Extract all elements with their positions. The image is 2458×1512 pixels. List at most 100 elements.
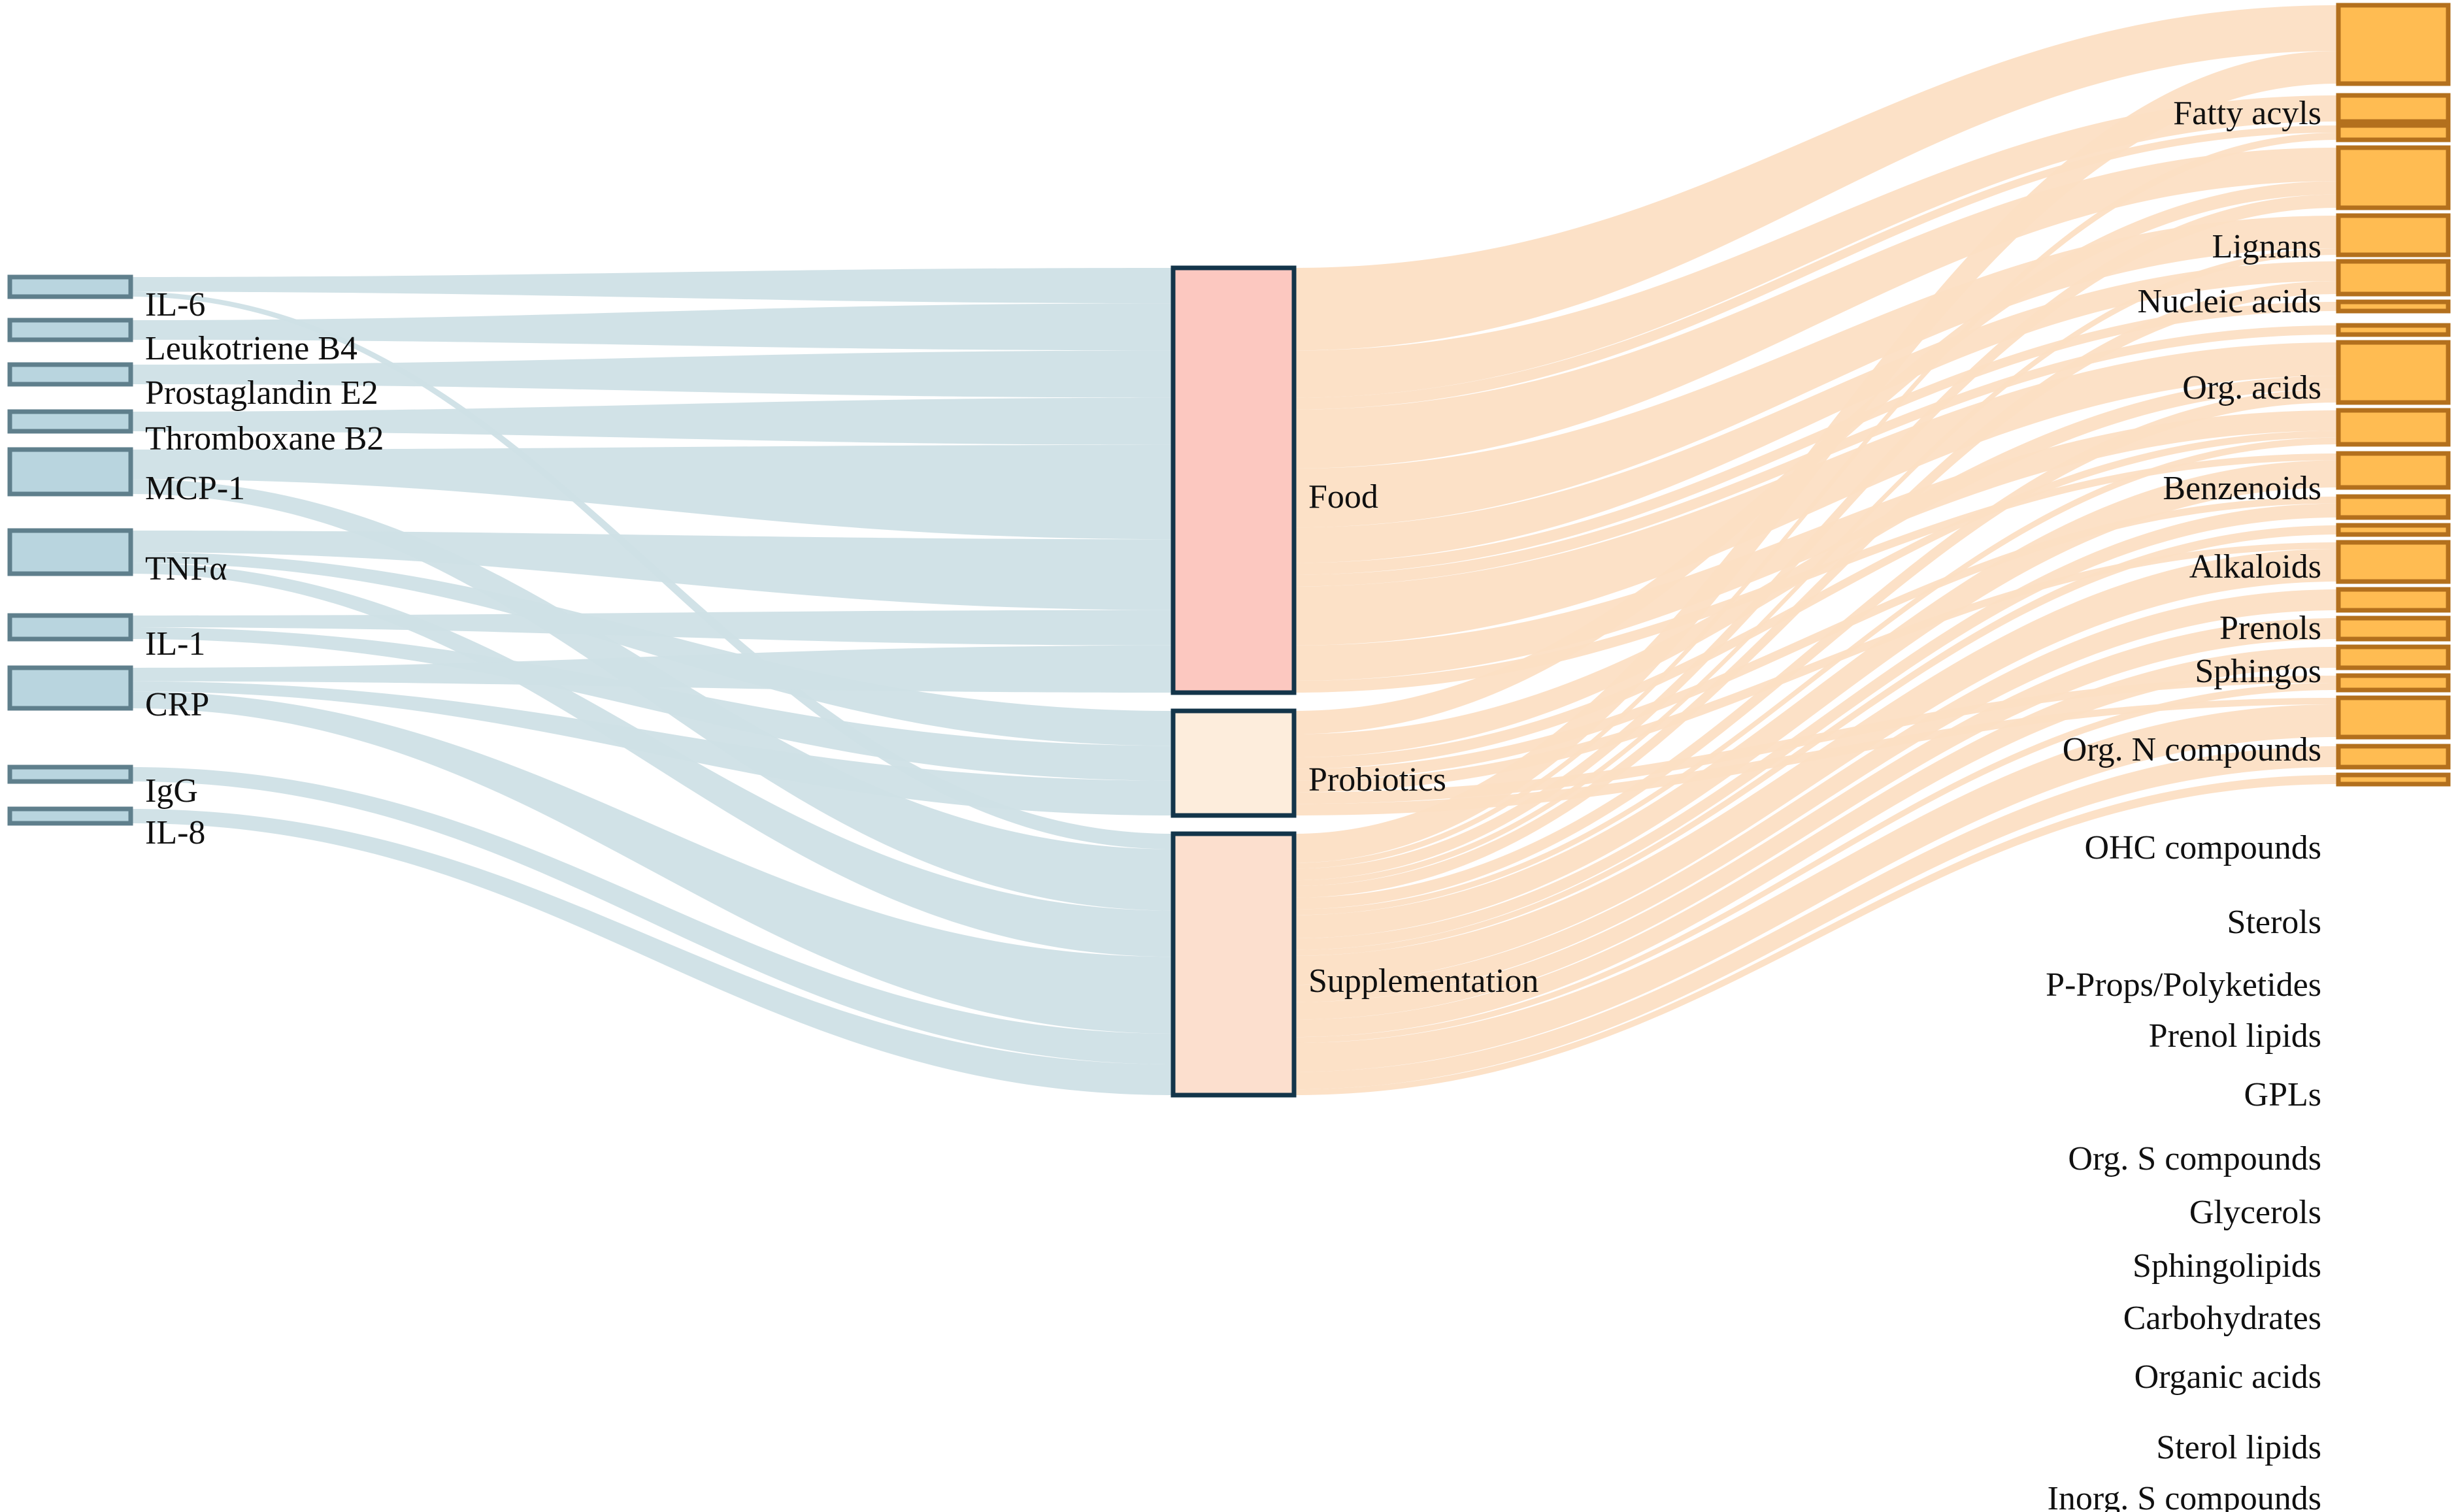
sankey-node-class-glycerols[interactable]: [2336, 616, 2451, 642]
class-label-org_s: Org. S compounds: [2068, 1140, 2321, 1177]
sankey-link: [131, 767, 1173, 1064]
sankey-link: [1294, 549, 2338, 985]
intervention-label-probio: Probiotics: [1308, 761, 1446, 798]
sankey-link: [1294, 95, 2338, 398]
sankey-link: [1294, 460, 2338, 938]
sankey-link: [1294, 647, 2338, 1038]
biomarker-label-pge2: Prostaglandin E2: [145, 374, 378, 412]
biomarker-label-txb2: Thromboxane B2: [145, 420, 384, 457]
sankey-link: [131, 268, 1173, 304]
intervention-to-class-links: [1294, 5, 2338, 1095]
class-label-alkaloids: Alkaloids: [2189, 548, 2321, 585]
sankey-node-biomarker-il6[interactable]: [7, 274, 133, 299]
sankey-link: [1294, 194, 2338, 881]
sankey-link: [1294, 302, 2338, 575]
sankey-node-class-gpls[interactable]: [2336, 540, 2451, 584]
sankey-link: [1294, 148, 2338, 468]
sankey-node-class-lignans[interactable]: [2336, 93, 2451, 124]
class-label-carbohydrates: Carbohydrates: [2123, 1300, 2321, 1337]
sankey-node-class-org_s[interactable]: [2336, 587, 2451, 613]
sankey-link: [131, 531, 1173, 610]
sankey-node-class-prenol_lipids[interactable]: [2336, 523, 2451, 537]
sankey-node-class-organic_acids[interactable]: [2336, 695, 2451, 740]
sankey-node-biomarker-crp[interactable]: [7, 665, 133, 711]
sankey-link: [131, 303, 1173, 351]
sankey-node-intervention-food[interactable]: [1171, 265, 1297, 695]
sankey-node-biomarker-ltb4[interactable]: [7, 318, 133, 342]
biomarker-label-il6: IL-6: [145, 286, 206, 323]
biomarker-label-il8: IL-8: [145, 814, 206, 851]
sankey-node-biomarker-igg[interactable]: [7, 764, 133, 784]
sankey-link: [1294, 216, 2338, 528]
class-label-organic_acids: Organic acids: [2134, 1358, 2321, 1396]
sankey-link: [1294, 497, 2338, 781]
sankey-link: [1294, 410, 2338, 681]
sankey-link: [1294, 618, 2338, 1020]
sankey-node-biomarker-txb2[interactable]: [7, 409, 133, 434]
biomarker-label-crp: CRP: [145, 686, 210, 723]
sankey-node-class-ohc[interactable]: [2336, 408, 2451, 447]
sankey-link: [1294, 431, 2338, 769]
class-label-ohc: OHC compounds: [2084, 829, 2321, 866]
sankey-node-class-sphingolipids[interactable]: [2336, 644, 2451, 670]
sankey-node-class-sphingos[interactable]: [2336, 323, 2451, 337]
sankey-link: [131, 610, 1173, 646]
sankey-link: [1294, 683, 2338, 1043]
sankey-link: [131, 350, 1173, 398]
sankey-link: [131, 809, 1173, 1095]
sankey-node-class-org_acids[interactable]: [2336, 145, 2451, 210]
sankey-link: [1294, 133, 2338, 869]
source-to-intervention-links: [131, 268, 1173, 1095]
sankey-link: [1294, 525, 2338, 956]
sankey-link: [131, 444, 1173, 540]
sankey-node-biomarker-pge2[interactable]: [7, 362, 133, 387]
class-label-glycerols: Glycerols: [2189, 1194, 2321, 1231]
biomarker-label-igg: IgG: [145, 772, 198, 810]
sankey-link: [1294, 248, 2338, 886]
class-label-benzenoids: Benzenoids: [2163, 470, 2321, 507]
class-label-sphingolipids: Sphingolipids: [2133, 1247, 2321, 1285]
sankey-node-intervention-suppl[interactable]: [1171, 831, 1297, 1098]
intervention-label-food: Food: [1308, 478, 1378, 516]
sankey-node-class-org_n[interactable]: [2336, 340, 2451, 405]
sankey-link: [131, 645, 1173, 693]
sankey-node-class-ppolyket[interactable]: [2336, 494, 2451, 520]
class-label-gpls: GPLs: [2244, 1076, 2321, 1113]
class-label-org_n: Org. N compounds: [2062, 731, 2321, 768]
sankey-node-class-sterol_lipids[interactable]: [2336, 744, 2451, 770]
sankey-node-biomarker-il1[interactable]: [7, 613, 133, 642]
sankey-node-class-benzenoids[interactable]: [2336, 213, 2451, 257]
sankey-node-class-inorg_s[interactable]: [2336, 772, 2451, 787]
class-label-lignans: Lignans: [2212, 228, 2321, 265]
intervention-label-suppl: Supplementation: [1308, 962, 1539, 1000]
class-label-sterol_lipids: Sterol lipids: [2156, 1429, 2321, 1466]
sankey-link: [1294, 5, 2338, 351]
sankey-node-biomarker-tnfa[interactable]: [7, 528, 133, 576]
class-label-inorg_s: Inorg. S compounds: [2047, 1480, 2321, 1512]
sankey-link: [131, 681, 1173, 815]
sankey-node-intervention-probio[interactable]: [1171, 708, 1297, 818]
biomarker-label-mcp1: MCP-1: [145, 470, 246, 507]
sankey-link: [131, 691, 1173, 1034]
class-label-sphingos: Sphingos: [2195, 653, 2321, 690]
class-label-ppolyket: P-Props/Polyketides: [2046, 966, 2321, 1004]
biomarker-label-tnfa: TNFα: [145, 550, 227, 587]
sankey-node-class-sterols[interactable]: [2336, 451, 2451, 490]
sankey-node-class-prenols[interactable]: [2336, 299, 2451, 314]
sankey-node-biomarker-mcp1[interactable]: [7, 447, 133, 497]
biomarker-label-ltb4: Leukotriene B4: [145, 330, 357, 367]
sankey-link: [131, 552, 1173, 746]
sankey-node-class-carbohydrates[interactable]: [2336, 673, 2451, 693]
sankey-link: [1294, 125, 2338, 410]
class-label-org_acids: Org. acids: [2182, 369, 2321, 406]
sankey-link: [1294, 437, 2338, 915]
sankey-node-class-nucleic[interactable]: [2336, 123, 2451, 142]
sankey-link: [1294, 746, 2338, 1090]
sankey-node-class-alkaloids[interactable]: [2336, 259, 2451, 297]
sankey-link: [131, 563, 1173, 957]
sankey-link: [1294, 281, 2338, 898]
sankey-node-class-fatty_acyls[interactable]: [2336, 3, 2451, 86]
sankey-node-biomarker-il8[interactable]: [7, 806, 133, 826]
